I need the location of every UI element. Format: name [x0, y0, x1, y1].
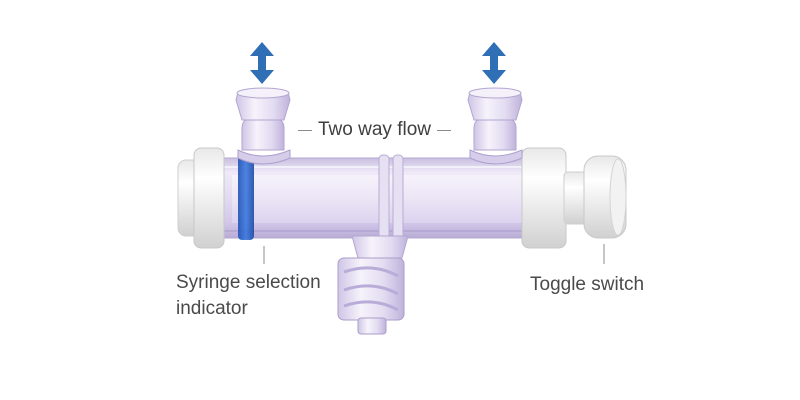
two-way-flow-label: Two way flow [298, 117, 451, 143]
toggle-switch[interactable] [563, 155, 627, 239]
syringe-label-line-1: Syringe selection [176, 272, 321, 293]
right-top-port [467, 87, 523, 165]
left-end-cap [177, 147, 225, 249]
bottom-luer-port [337, 235, 409, 335]
flow-label-left-dash [298, 129, 312, 131]
right-end-cap [521, 147, 567, 249]
right-flow-arrow-icon [482, 42, 506, 84]
left-flow-arrow-icon [250, 42, 274, 84]
left-top-port [235, 87, 291, 165]
syringe-selection-indicator [238, 156, 254, 240]
syringe-selection-indicator-label: Syringe selection indicator [176, 270, 321, 322]
barrel [207, 154, 544, 242]
flow-label-right-dash [436, 129, 451, 131]
flow-label-text: Two way flow [318, 119, 431, 140]
toggle-switch-label: Toggle switch [530, 274, 645, 295]
syringe-label-line-2: indicator [176, 298, 248, 319]
